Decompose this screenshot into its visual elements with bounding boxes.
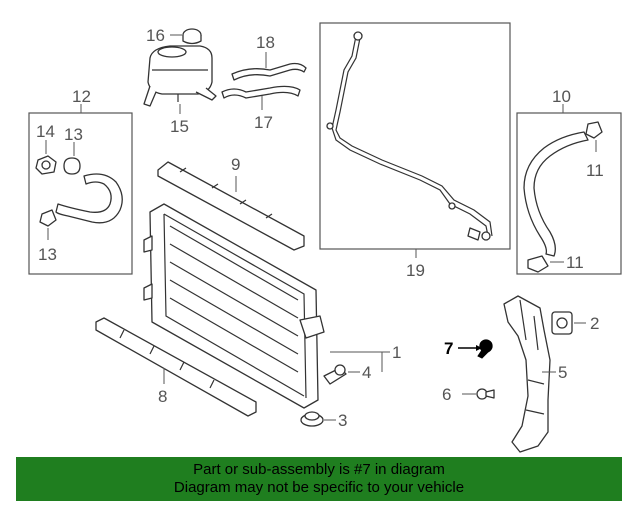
banner-line-2: Diagram may not be specific to your vehi… — [173, 479, 465, 496]
callout-8: 8 — [158, 387, 167, 406]
part-4-drain-plug[interactable] — [323, 364, 347, 385]
part-12-hose[interactable] — [55, 173, 123, 224]
part-15-reservoir[interactable] — [143, 45, 217, 107]
callout-16: 16 — [146, 26, 165, 45]
group-box-19 — [319, 22, 511, 250]
part-18-hose[interactable] — [231, 62, 307, 81]
callout-1: 1 — [392, 343, 401, 362]
callout-19: 19 — [406, 261, 425, 280]
callout-7[interactable]: 7 — [444, 339, 453, 358]
part-5-side-guide[interactable] — [503, 295, 551, 453]
callout-13-upper: 13 — [64, 125, 83, 144]
part-16-cap[interactable] — [182, 28, 202, 45]
part-10-hose[interactable] — [523, 131, 589, 257]
callout-14: 14 — [36, 122, 55, 141]
part-8-lower-guide[interactable] — [95, 317, 257, 417]
info-banner: Part or sub-assembly is #7 in diagram Di… — [16, 457, 622, 501]
callout-15: 15 — [170, 117, 189, 136]
part-7-bolt[interactable] — [477, 339, 493, 359]
callout-5: 5 — [558, 363, 567, 382]
part-13-clamp-upper[interactable] — [63, 157, 81, 175]
part-14-fitting[interactable] — [35, 155, 57, 175]
part-19-pipe[interactable] — [326, 31, 493, 241]
callout-13-lower: 13 — [38, 245, 57, 264]
callout-18: 18 — [256, 33, 275, 52]
callout-4: 4 — [362, 363, 371, 382]
group-box-10 — [516, 112, 622, 275]
part-2-mount[interactable] — [551, 311, 573, 335]
callout-11-lower: 11 — [566, 253, 584, 272]
part-1-radiator[interactable] — [143, 203, 325, 409]
part-17-hose[interactable] — [221, 85, 301, 99]
callout-6: 6 — [442, 385, 451, 404]
banner-line-1: Part or sub-assembly is #7 in diagram — [193, 461, 445, 478]
part-11-clamp-upper[interactable] — [585, 121, 603, 139]
callout-2: 2 — [590, 314, 599, 333]
callout-10: 10 — [552, 87, 571, 106]
callout-3: 3 — [338, 411, 347, 430]
callout-11-upper: 11 — [586, 161, 604, 180]
part-11-clamp-lower[interactable] — [527, 255, 549, 273]
callout-17: 17 — [254, 113, 273, 132]
callout-12: 12 — [72, 87, 91, 106]
part-6-bolt[interactable] — [476, 388, 495, 400]
part-3-grommet[interactable] — [300, 411, 324, 427]
part-13-clamp-lower[interactable] — [39, 209, 57, 227]
callout-9: 9 — [231, 155, 240, 174]
part-9-upper-support[interactable] — [157, 161, 305, 251]
